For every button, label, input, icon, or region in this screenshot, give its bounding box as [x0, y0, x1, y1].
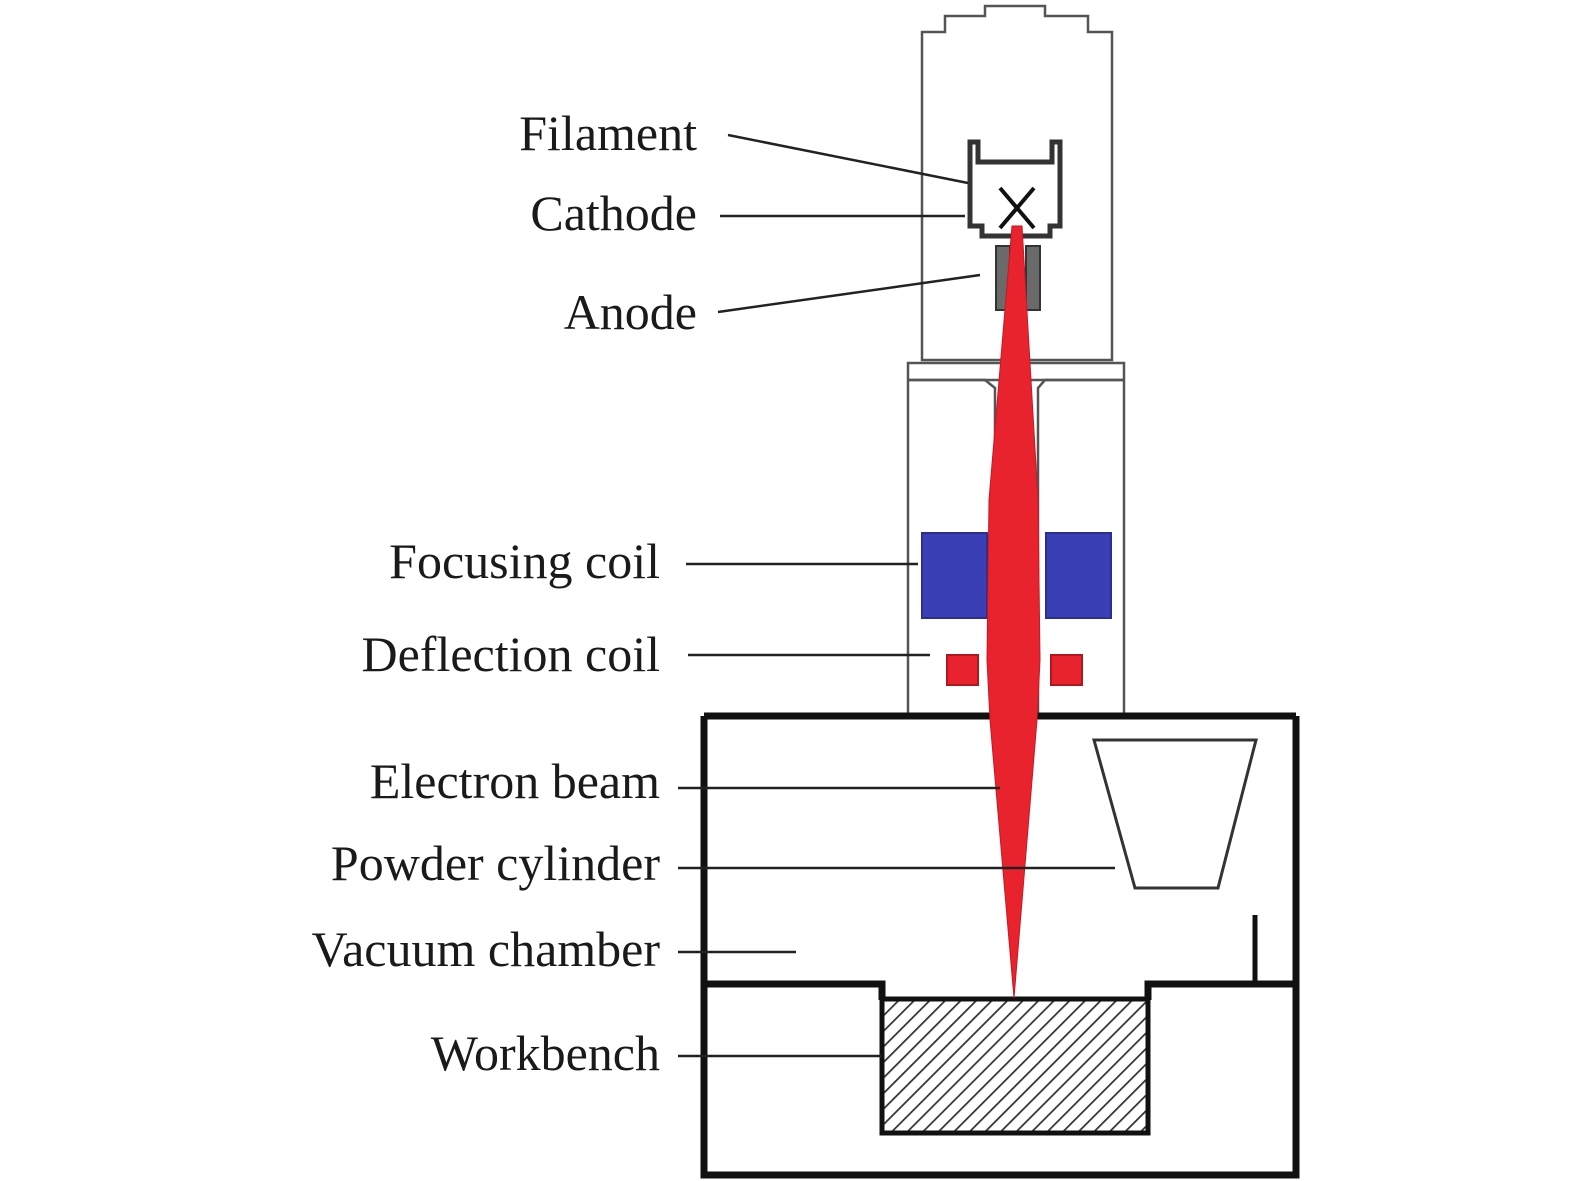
leader-filament	[727, 133, 969, 185]
label-powder-cylinder: Powder cylinder	[331, 835, 660, 891]
cathode-cup	[967, 139, 1063, 239]
powder-cylinder	[1092, 738, 1258, 890]
chamber-floor-step	[704, 980, 1296, 1000]
label-workbench: Workbench	[431, 1025, 660, 1081]
label-vacuum-chamber: Vacuum chamber	[312, 921, 661, 977]
label-deflection-coil: Deflection coil	[362, 626, 661, 682]
deflection-coil-left	[946, 654, 979, 686]
electron-beam	[986, 225, 1041, 999]
leader-anode	[717, 273, 981, 314]
label-anode: Anode	[564, 284, 697, 340]
electron-gun-housing	[920, 4, 1114, 362]
label-electron-beam: Electron beam	[370, 753, 660, 809]
focusing-coil-left	[921, 532, 988, 619]
filament-icon	[998, 186, 1036, 230]
workbench-powder-bed	[879, 996, 1151, 1136]
deflection-coil-right	[1050, 654, 1083, 686]
label-cathode: Cathode	[530, 185, 697, 241]
label-filament: Filament	[519, 105, 697, 161]
anode-right	[1025, 245, 1041, 311]
focusing-coil-right	[1045, 532, 1112, 619]
label-focusing-coil: Focusing coil	[389, 533, 660, 589]
